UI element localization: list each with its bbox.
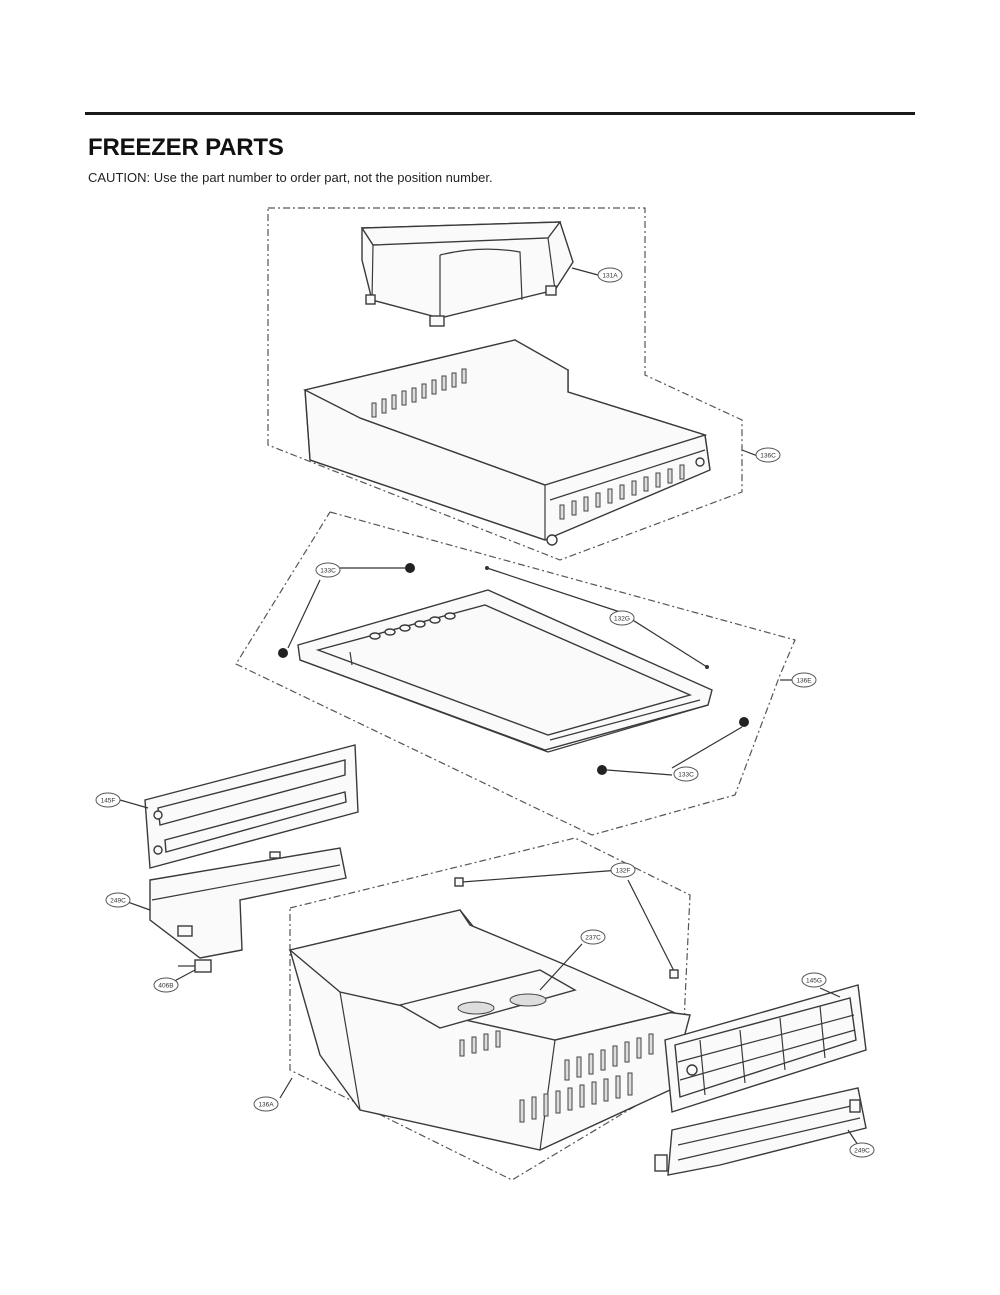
- svg-text:132G: 132G: [614, 616, 630, 623]
- fastener-133c-top-left: [278, 648, 288, 658]
- svg-text:136E: 136E: [796, 678, 812, 685]
- callout-136e: 136E: [791, 672, 817, 688]
- svg-text:249C: 249C: [110, 898, 126, 905]
- page-title: FREEZER PARTS: [88, 134, 284, 161]
- basket-slots: [371, 368, 685, 520]
- svg-text:136C: 136C: [760, 453, 776, 460]
- callout-132f: 132F: [610, 862, 636, 878]
- fastener-133c-top-right: [405, 563, 415, 573]
- middle-assembly-boundary: [235, 511, 796, 836]
- callout-145g: 145G: [801, 972, 827, 988]
- callout-406b: 406B: [153, 977, 179, 993]
- upper-basket-part: [302, 339, 711, 546]
- rod-132g: [486, 567, 621, 613]
- lower-basket-part: [288, 909, 691, 1151]
- right-rail-bracket-part: [664, 984, 867, 1113]
- svg-text:406B: 406B: [158, 983, 173, 990]
- header-rule: [85, 112, 915, 115]
- rail-clip-part: [178, 959, 212, 973]
- right-rail-slide-part: [654, 1087, 867, 1176]
- upper-assembly-boundary: [267, 207, 743, 561]
- callout-249c-right: 249C: [849, 1142, 875, 1158]
- callout-237c: 237C: [580, 929, 606, 945]
- caution-note: CAUTION: Use the part number to order pa…: [88, 170, 493, 185]
- small-bin-part: [360, 221, 574, 327]
- rail-frame-part: [297, 589, 713, 753]
- svg-text:249C: 249C: [854, 1148, 870, 1155]
- left-rail-slide-part: [149, 847, 347, 959]
- callout-249c-left: 249C: [105, 892, 131, 908]
- callout-136a: 136A: [253, 1096, 279, 1112]
- callout-132g: 132G: [609, 610, 635, 626]
- lower-basket-slots: [459, 1030, 654, 1123]
- fastener-133c-bottom-left: [597, 765, 607, 775]
- callout-133c-bottom: 133C: [673, 766, 699, 782]
- svg-text:145G: 145G: [806, 978, 822, 985]
- svg-text:131A: 131A: [602, 273, 618, 280]
- callout-136c: 136C: [755, 447, 781, 463]
- svg-text:237C: 237C: [585, 935, 601, 942]
- fastener-133c-bottom-right: [739, 717, 749, 727]
- callout-133c-top: 133C: [315, 562, 341, 578]
- rod-132f: [461, 869, 621, 883]
- frame-rollers: [369, 612, 456, 640]
- svg-text:145F: 145F: [101, 798, 116, 805]
- left-rail-bracket-part: [144, 744, 359, 869]
- svg-text:132F: 132F: [616, 868, 631, 875]
- callout-131a: 131A: [597, 267, 623, 283]
- svg-text:133C: 133C: [320, 568, 336, 575]
- svg-text:136A: 136A: [258, 1102, 274, 1109]
- svg-text:133C: 133C: [678, 772, 694, 779]
- callout-145f: 145F: [95, 792, 121, 808]
